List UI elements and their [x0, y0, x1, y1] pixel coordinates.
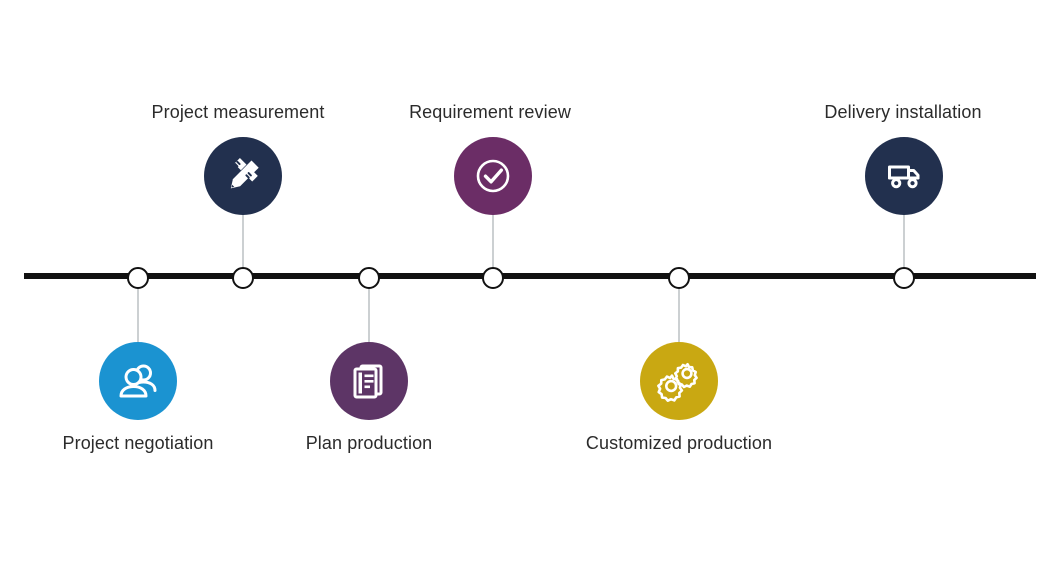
timeline-node-2[interactable]: [232, 267, 254, 289]
connector-step-1: [137, 284, 139, 344]
step-icon-bubble-documents[interactable]: [330, 342, 408, 420]
step-caption-1: Project negotiation: [62, 433, 214, 453]
connector-step-5: [678, 284, 680, 344]
timeline-rail: [24, 273, 1036, 279]
step-icon-bubble-pencil-ruler[interactable]: [204, 137, 282, 215]
timeline-node-3[interactable]: [358, 267, 380, 289]
timeline-node-6[interactable]: [893, 267, 915, 289]
pencil-ruler-icon: [219, 152, 267, 200]
step-caption-2: Project measurement: [151, 102, 325, 122]
step-caption-5: Customized production: [585, 433, 773, 453]
timeline-node-4[interactable]: [482, 267, 504, 289]
people-icon: [114, 357, 162, 405]
connector-step-3: [368, 284, 370, 344]
check-circle-icon: [469, 152, 517, 200]
connector-step-2: [242, 215, 244, 274]
step-caption-3: Plan production: [305, 433, 433, 453]
connector-step-6: [903, 215, 905, 274]
step-icon-bubble-people[interactable]: [99, 342, 177, 420]
gears-icon: [654, 356, 704, 406]
step-caption-6: Delivery installation: [824, 102, 982, 122]
documents-icon: [346, 358, 392, 404]
step-caption-4: Requirement review: [409, 102, 571, 122]
step-icon-bubble-gears[interactable]: [640, 342, 718, 420]
step-icon-bubble-check[interactable]: [454, 137, 532, 215]
delivery-truck-icon: [880, 152, 928, 200]
connector-step-4: [492, 215, 494, 274]
timeline-node-1[interactable]: [127, 267, 149, 289]
step-icon-bubble-truck[interactable]: [865, 137, 943, 215]
timeline-node-5[interactable]: [668, 267, 690, 289]
